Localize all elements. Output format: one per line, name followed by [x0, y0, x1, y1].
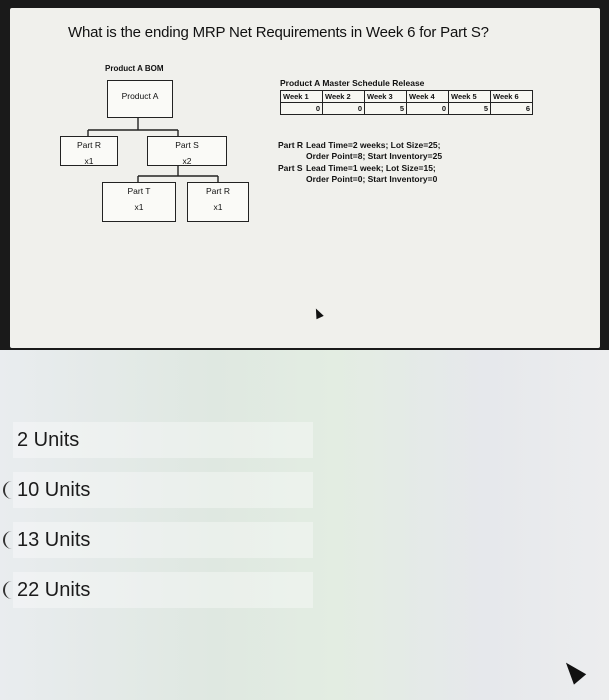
bom-node-product-a: Product A [107, 80, 173, 118]
bom-node-label: Part R [76, 140, 102, 150]
answer-option-1[interactable]: 2 Units [13, 422, 313, 458]
bom-node-qty: x2 [182, 156, 192, 166]
mps-title: Product A Master Schedule Release [280, 78, 425, 88]
bom-node-part-r-bottom: Part R x1 [187, 182, 249, 222]
mps-value: 0 [322, 102, 365, 115]
bom-node-label: Product A [121, 91, 159, 101]
mps-value: 5 [448, 102, 491, 115]
answer-option-label: 13 Units [17, 528, 91, 551]
bom-node-part-t: Part T x1 [102, 182, 176, 222]
mps-value: 5 [364, 102, 407, 115]
mps-header-row: Week 1 Week 2 Week 3 Week 4 Week 5 Week … [280, 90, 533, 103]
mps-week-header: Week 4 [406, 90, 449, 103]
answer-option-3[interactable]: 13 Units [3, 522, 313, 558]
part-r-label: Part R [278, 140, 304, 150]
bom-node-label: Part S [175, 140, 199, 150]
bom-connector-lines [87, 118, 219, 182]
bom-node-qty: x1 [84, 156, 94, 166]
part-s-label: Part S [278, 163, 303, 173]
radio-edge-icon [3, 531, 13, 549]
answer-option-label: 22 Units [17, 578, 91, 601]
mps-week-header: Week 1 [280, 90, 323, 103]
mps-value-row: 0 0 5 0 5 6 [280, 102, 533, 115]
mps-week-header: Week 6 [490, 90, 533, 103]
answer-option-label: 10 Units [17, 478, 91, 501]
bom-node-qty: x1 [134, 202, 144, 212]
part-r-line2: Order Point=8; Start Inventory=25 [306, 151, 443, 161]
bom-node-qty: x1 [213, 202, 223, 212]
mps-week-header: Week 2 [322, 90, 365, 103]
part-r-line1: Lead Time=2 weeks; Lot Size=25; [306, 140, 441, 150]
radio-edge-icon [3, 581, 13, 599]
answer-option-2[interactable]: 10 Units [3, 472, 313, 508]
mps-value: 6 [490, 102, 533, 115]
answer-option-4[interactable]: 22 Units [3, 572, 313, 608]
bom-title: Product A BOM [105, 64, 164, 73]
part-s-line2: Order Point=0; Start Inventory=0 [306, 174, 438, 184]
mps-week-header: Week 5 [448, 90, 491, 103]
bom-node-part-r-top: Part R x1 [60, 136, 118, 166]
mps-value: 0 [280, 102, 323, 115]
bom-node-label: Part T [127, 186, 151, 196]
part-s-line1: Lead Time=1 week; Lot Size=15; [306, 163, 436, 173]
answer-option-label: 2 Units [17, 428, 80, 451]
mps-table: Week 1 Week 2 Week 3 Week 4 Week 5 Week … [280, 90, 533, 115]
question-text: What is the ending MRP Net Requirements … [68, 24, 489, 41]
mps-value: 0 [406, 102, 449, 115]
radio-edge-icon [3, 481, 13, 499]
bom-node-part-s: Part S x2 [147, 136, 227, 166]
answer-options-panel: 2 Units 10 Units 13 Units 22 Units [0, 350, 609, 700]
question-image-panel: What is the ending MRP Net Requirements … [10, 8, 600, 348]
mps-week-header: Week 3 [364, 90, 407, 103]
bom-node-label: Part R [205, 186, 231, 196]
